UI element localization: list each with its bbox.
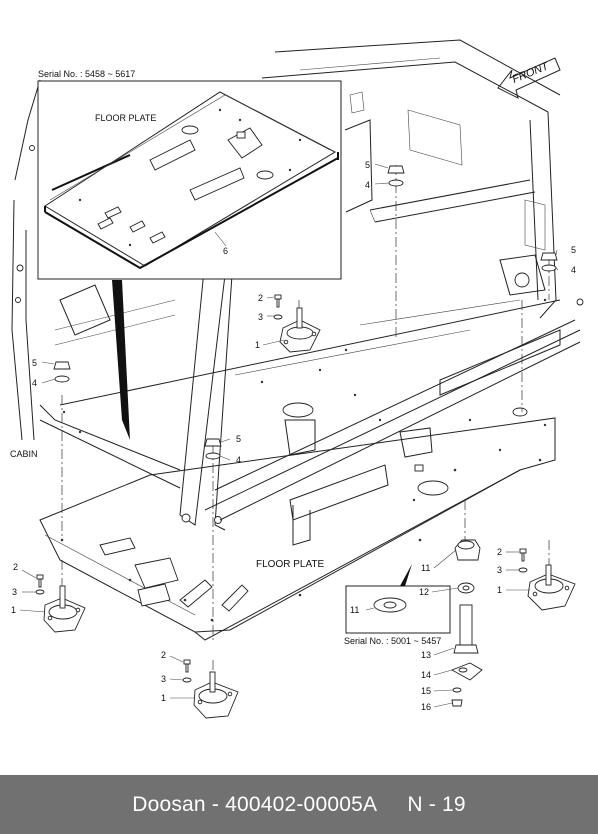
floor-plate-label: FLOOR PLATE bbox=[256, 559, 324, 570]
callout-5: 5 bbox=[365, 160, 370, 170]
assembly-axes bbox=[61, 165, 550, 680]
mount-upper bbox=[279, 307, 321, 353]
callout-15: 15 bbox=[421, 686, 431, 696]
callout-3: 3 bbox=[12, 587, 17, 597]
callout-2: 2 bbox=[497, 547, 502, 557]
inset-bottom: 11 Serial No. : 5001 ~ 5457 bbox=[344, 564, 451, 646]
callouts: 2 3 1 5 4 5 4 5 4 5 4 2 3 1 2 3 1 2 3 1 … bbox=[11, 160, 576, 712]
footer-bar: Doosan - 400402-00005A N - 19 bbox=[0, 775, 598, 834]
floor-plate bbox=[39, 417, 556, 641]
callout-2: 2 bbox=[161, 650, 166, 660]
callout-5: 5 bbox=[32, 358, 37, 368]
front-arrow: FRONT bbox=[497, 57, 561, 99]
inset-bottom-callout: 11 bbox=[350, 605, 359, 615]
fasteners bbox=[35, 165, 558, 683]
mount-center bbox=[193, 671, 239, 719]
callout-5: 5 bbox=[571, 245, 576, 255]
callout-4: 4 bbox=[365, 180, 370, 190]
mount-left bbox=[43, 585, 86, 633]
callout-12: 12 bbox=[419, 587, 429, 597]
callout-1: 1 bbox=[497, 585, 502, 595]
deck-holes bbox=[62, 298, 547, 502]
callout-3: 3 bbox=[497, 565, 502, 575]
mount-stack bbox=[450, 539, 483, 707]
footer-gap bbox=[377, 793, 407, 817]
callout-13: 13 bbox=[421, 650, 431, 660]
callout-4: 4 bbox=[571, 265, 576, 275]
parts-diagram: 11 Serial No. : 5001 ~ 5457 Serial No. :… bbox=[10, 39, 584, 719]
inset-top-title: FLOOR PLATE bbox=[95, 113, 156, 123]
inset-bottom-serial: Serial No. : 5001 ~ 5457 bbox=[344, 636, 441, 646]
inset-top-serial: Serial No. : 5458 ~ 5617 bbox=[38, 69, 135, 79]
cabin-label: CABIN bbox=[10, 449, 38, 459]
front-label: FRONT bbox=[511, 60, 552, 86]
callout-14: 14 bbox=[421, 670, 431, 680]
callout-2: 2 bbox=[258, 293, 263, 303]
cabin-frame bbox=[11, 39, 584, 546]
callout-16: 16 bbox=[421, 702, 431, 712]
callout-2: 2 bbox=[13, 562, 18, 572]
leader-lines bbox=[19, 163, 559, 708]
footer-page: N - 19 bbox=[407, 792, 466, 816]
callout-1: 1 bbox=[161, 693, 166, 703]
callout-1: 1 bbox=[11, 605, 16, 615]
footer-brand: Doosan bbox=[132, 792, 206, 816]
mount-right bbox=[527, 564, 576, 611]
callout-1: 1 bbox=[255, 340, 260, 350]
inset-top: Serial No. : 5458 ~ 5617 FLOOR PLATE 6 bbox=[37, 69, 342, 280]
callout-5: 5 bbox=[236, 434, 241, 444]
footer-part-number: 400402-00005A bbox=[225, 792, 378, 816]
callout-3: 3 bbox=[258, 312, 263, 322]
callout-4: 4 bbox=[236, 455, 241, 465]
footer-separator: - bbox=[205, 792, 226, 816]
callout-4: 4 bbox=[32, 378, 37, 388]
inset-top-callout: 6 bbox=[223, 246, 228, 256]
callout-3: 3 bbox=[161, 674, 166, 684]
callout-11: 11 bbox=[421, 563, 430, 573]
